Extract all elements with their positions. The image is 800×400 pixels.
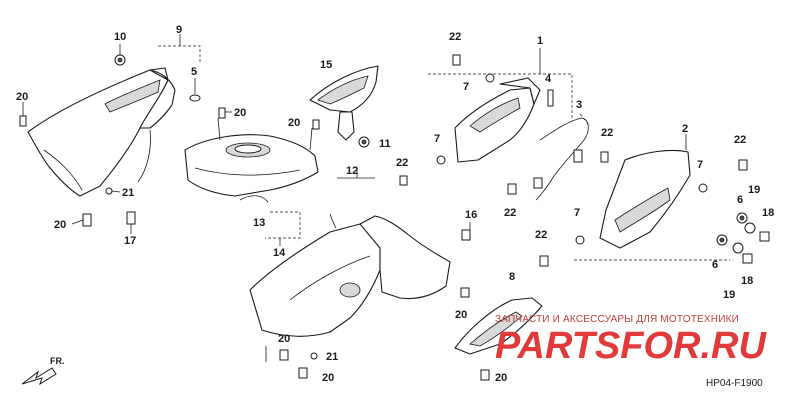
callout-17: 17 xyxy=(124,235,136,247)
callout-14: 14 xyxy=(273,247,286,259)
callout-22-cover2-left: 22 xyxy=(504,207,516,219)
callout-6-upper: 6 xyxy=(737,194,743,206)
part-collar-6-upper xyxy=(736,212,748,224)
part-nut-11 xyxy=(358,136,370,148)
callout-13: 13 xyxy=(253,217,265,229)
part-harness-3 xyxy=(533,117,589,201)
part-bolt-20-tank-right xyxy=(312,119,320,130)
callout-18-upper: 18 xyxy=(762,207,774,219)
callout-20-tank: 20 xyxy=(288,117,300,129)
part-bolt-22-panel1 xyxy=(452,54,461,66)
callout-22-top: 22 xyxy=(449,31,461,43)
callout-20-bottom-2: 20 xyxy=(322,372,334,384)
callout-12: 12 xyxy=(346,165,358,177)
callout-3: 3 xyxy=(576,99,582,111)
part-bolt-20-side-bottom xyxy=(279,349,308,379)
part-hose-13 xyxy=(239,195,269,203)
part-pin-4 xyxy=(547,89,554,107)
part-bolt-22-cover2-top xyxy=(600,151,609,163)
callout-19-upper: 19 xyxy=(748,184,760,196)
callout-10: 10 xyxy=(114,31,126,43)
front-direction-label: FR. xyxy=(50,356,65,366)
part-collar-6-lower xyxy=(716,234,728,246)
part-bolt-20-lower-left xyxy=(71,213,92,227)
part-bolt-20-top-center xyxy=(218,107,232,119)
part-bracket-15 xyxy=(309,65,379,141)
part-front-cover xyxy=(27,67,176,197)
part-screw-21-bottom xyxy=(310,352,318,360)
diagram-code: HP04-F1900 xyxy=(706,378,763,389)
callout-21-bottom: 21 xyxy=(326,351,338,363)
callout-7-cover2-right: 7 xyxy=(697,159,703,171)
part-side-cover-12 xyxy=(249,213,451,337)
watermark-logo: PARTSFOR.RU xyxy=(495,325,767,367)
callout-20-left: 20 xyxy=(16,91,28,103)
callout-8: 8 xyxy=(509,271,515,283)
callout-4: 4 xyxy=(545,73,552,85)
callout-11: 11 xyxy=(379,138,391,150)
callout-9: 9 xyxy=(176,24,182,36)
callout-20-guard: 20 xyxy=(495,372,507,384)
callout-18-lower: 18 xyxy=(741,275,753,287)
part-right-cover-2 xyxy=(599,149,691,249)
part-bolt-16 xyxy=(461,222,471,241)
callout-22-cover2-top: 22 xyxy=(601,127,613,139)
part-right-panel-1 xyxy=(454,77,541,163)
part-grommet-7-cover2-right xyxy=(698,183,708,193)
part-grommet-7-cover2-lower xyxy=(575,235,585,245)
watermark-tagline: ЗАПЧАСТИ И АКСЕССУАРЫ ДЛЯ МОТОТЕХНИКИ xyxy=(495,314,739,325)
part-bolt-20-left xyxy=(19,102,27,127)
part-screw-21-left xyxy=(105,187,121,195)
callout-5: 5 xyxy=(191,66,197,78)
callout-19-lower: 19 xyxy=(723,289,735,301)
callout-2: 2 xyxy=(682,123,688,135)
part-grommet-7-panel1 xyxy=(485,73,495,83)
part-tank-cover xyxy=(184,117,319,197)
callout-21-left: 21 xyxy=(122,187,134,199)
part-bolt-22-cover2-bottom xyxy=(539,255,549,267)
callout-20-bottom: 20 xyxy=(278,333,290,345)
part-grommet-5 xyxy=(189,78,201,102)
callout-22-mid: 22 xyxy=(396,157,408,169)
callout-7-mid: 7 xyxy=(434,133,440,145)
part-clip-10 xyxy=(114,44,126,66)
part-screw-17 xyxy=(126,211,136,234)
callout-7-cover2-lower: 7 xyxy=(574,207,580,219)
part-bolt-18-lower xyxy=(742,253,753,264)
callout-20-lower-left: 20 xyxy=(54,219,66,231)
part-lower-guard-8 xyxy=(454,297,543,381)
callout-labels: 9 10 5 20 21 20 17 20 20 13 14 15 11 12 … xyxy=(16,24,774,384)
callout-16: 16 xyxy=(465,209,477,221)
callout-6-lower: 6 xyxy=(712,259,718,271)
part-bolt-22-cover2-right xyxy=(738,159,748,171)
callout-20-side: 20 xyxy=(455,309,467,321)
callout-7-top: 7 xyxy=(463,81,469,93)
callout-22-cover2-right: 22 xyxy=(734,134,746,146)
part-washer-19-lower xyxy=(732,242,744,254)
callout-15: 15 xyxy=(320,59,332,71)
part-grommet-7-panel1-lower xyxy=(436,155,446,165)
callout-20-top-center: 20 xyxy=(234,107,246,119)
part-bolt-22-mid xyxy=(399,175,408,186)
part-bolt-20-side-right xyxy=(460,287,470,298)
front-direction-marker: FR. xyxy=(21,356,65,386)
watermark: ЗАПЧАСТИ И АКСЕССУАРЫ ДЛЯ МОТОТЕХНИКИ PA… xyxy=(495,314,767,367)
callout-22-cover2-bottom: 22 xyxy=(535,229,547,241)
callout-1: 1 xyxy=(537,35,543,47)
part-washer-19-upper xyxy=(744,222,756,234)
part-bolt-22-cover2-left xyxy=(507,183,517,195)
leader-lines xyxy=(158,34,730,362)
part-bolt-18-upper xyxy=(759,231,770,242)
